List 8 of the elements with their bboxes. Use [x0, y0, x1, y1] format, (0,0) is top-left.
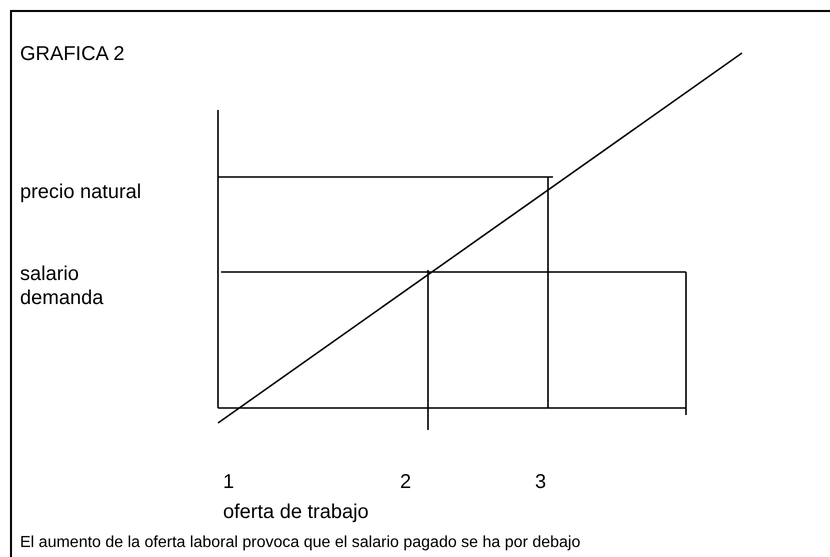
axis-label: salario demanda: [20, 262, 104, 310]
caption: El aumento de la oferta laboral provoca que el salario pagado se ha por debajo: [20, 533, 580, 553]
tick-label: 3: [535, 470, 546, 494]
axis-label: precio natural: [20, 180, 142, 204]
tick-label: 2: [400, 470, 412, 494]
tick-label: 1: [223, 470, 234, 494]
axis-title: oferta de trabajo: [223, 500, 369, 524]
chart-title: GRAFICA 2: [20, 42, 124, 66]
